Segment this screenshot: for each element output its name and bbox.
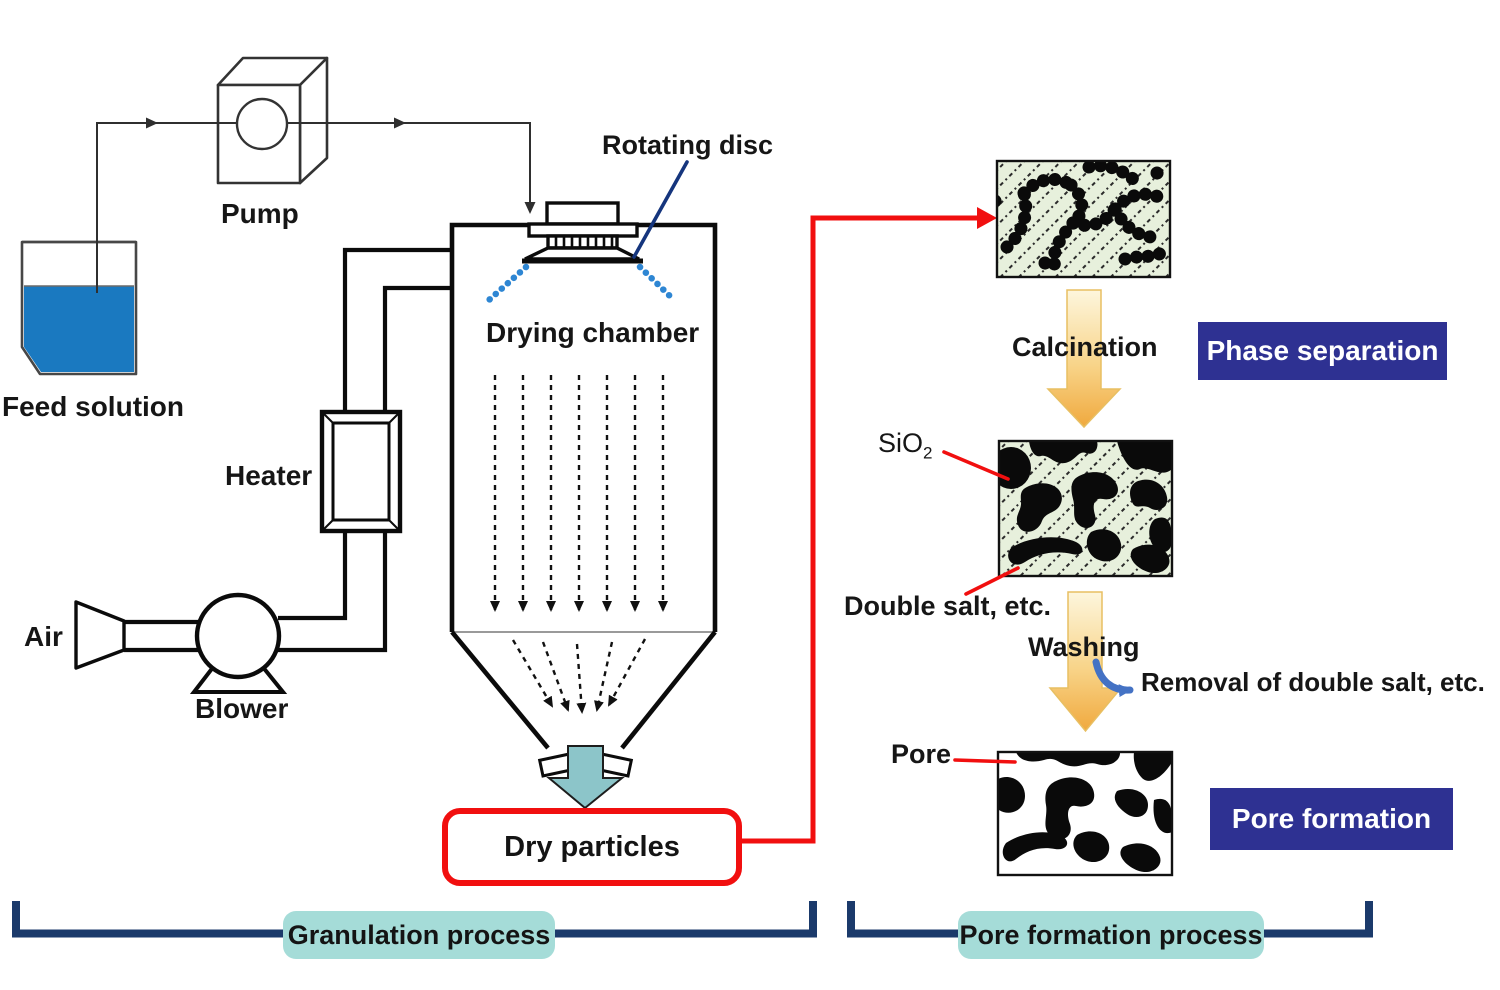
- pump-rotor-icon: [235, 97, 289, 151]
- pore-formation-box: Pore formation: [1210, 788, 1453, 850]
- granulation-process-label: Granulation process: [287, 919, 551, 950]
- pore-formation-process-label: Pore formation process: [959, 919, 1263, 950]
- pore-label: Pore: [891, 739, 952, 769]
- blower-symbol: [189, 592, 288, 694]
- micrograph-phase-separated: [997, 439, 1174, 578]
- air-pipes: [124, 247, 452, 653]
- heater-label: Heater: [225, 460, 313, 491]
- pore-pointer: [953, 758, 1017, 764]
- sio2-pointer: [942, 450, 1010, 481]
- pointer-lines: [632, 160, 1020, 764]
- feed-line: [96, 117, 536, 293]
- spray-droplets-icon: [485, 263, 678, 304]
- red-flow-connector: [732, 207, 997, 844]
- sio2-base: SiO: [878, 428, 924, 458]
- removal-branch-arrow-icon: [1092, 658, 1134, 698]
- pump-label: Pump: [221, 198, 299, 229]
- phase-separation-label: Phase separation: [1206, 335, 1439, 366]
- micrograph-pores: [996, 750, 1174, 877]
- air-label: Air: [24, 621, 63, 652]
- double-salt-label: Double salt, etc.: [844, 591, 1052, 621]
- micrograph-particle-chains: [995, 159, 1172, 279]
- feed-solution-label: Feed solution: [2, 391, 184, 422]
- air-inlet-icon: [74, 600, 126, 670]
- outlet-arrow-icon: [546, 745, 625, 810]
- drying-chamber-vessel: [449, 222, 718, 750]
- rotating-disc-label: Rotating disc: [602, 130, 774, 160]
- chamber-flow-arrows: [490, 375, 668, 714]
- washing-label: Washing: [1028, 632, 1140, 662]
- heater-symbol: [319, 409, 403, 534]
- drying-chamber-label: Drying chamber: [486, 317, 700, 348]
- rotating-disc-assembly: [522, 201, 643, 264]
- pore-formation-process-pill: Pore formation process: [958, 911, 1264, 959]
- removal-label: Removal of double salt, etc.: [1141, 667, 1485, 697]
- calcination-label: Calcination: [1012, 332, 1158, 362]
- phase-separation-box: Phase separation: [1198, 322, 1447, 380]
- granulation-process-pill: Granulation process: [283, 911, 555, 959]
- sio2-subscript: 2: [923, 443, 933, 463]
- pore-formation-label: Pore formation: [1231, 803, 1432, 834]
- chamber-outlet: [537, 745, 634, 810]
- double-salt-pointer: [964, 566, 1020, 596]
- calcination-arrow-icon: [1046, 289, 1122, 429]
- washing-arrow-icon: [1048, 591, 1123, 733]
- feed-solution-beaker: [20, 240, 138, 376]
- blower-label: Blower: [195, 693, 289, 724]
- dry-particles-label: Dry particles: [504, 830, 680, 863]
- dry-particles-box: Dry particles: [442, 808, 742, 886]
- rotating-disc-pointer: [632, 160, 689, 259]
- sio2-label: SiO2: [878, 428, 933, 463]
